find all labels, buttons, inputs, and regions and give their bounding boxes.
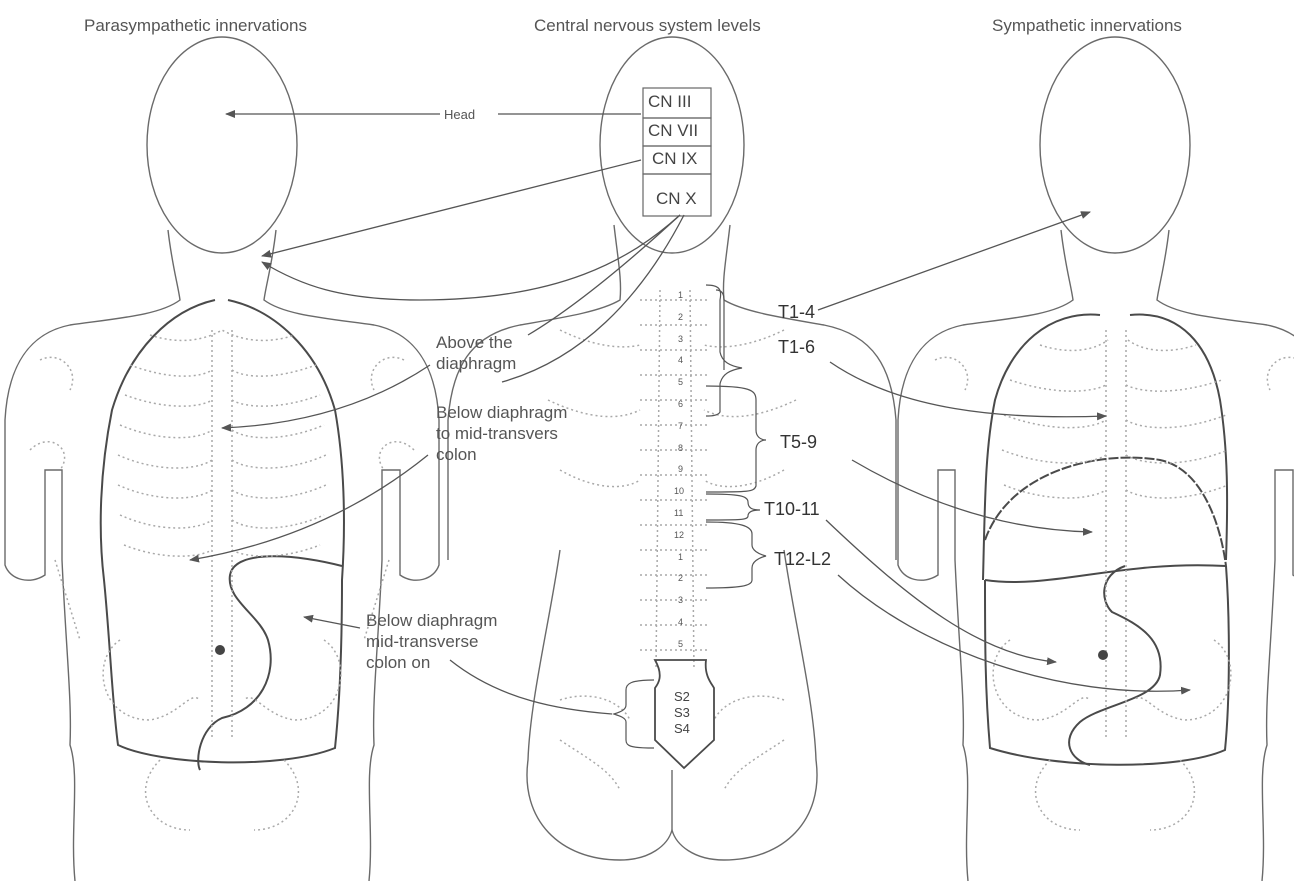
left-torso-left [5,230,180,881]
label-below-diaphragm-mid-on: Below diaphragm mid-transverse colon on [366,610,497,673]
vertebra-number: 6 [678,399,683,409]
label-above-diaphragm: Above the diaphragm [436,332,516,374]
vertebra-number: 3 [678,595,683,605]
bracket-t12-l2 [706,522,766,588]
bracket-sacral [614,680,654,748]
label-below-diaphragm-to-mid: Below diaphragm to mid-transvers colon [436,402,567,465]
left-umbilicus [215,645,225,655]
vertebra-number: 1 [678,290,683,300]
vertebra-number: 3 [678,334,683,344]
center-dotted-spine [548,290,796,790]
label-t1-6: T1-6 [778,337,815,358]
center-head [600,37,744,253]
right-umbilicus [1098,650,1108,660]
vertebra-number: 1 [678,552,683,562]
arrow-cn-ix [262,160,641,256]
right-lung-left [983,315,1100,580]
title-parasympathetic: Parasympathetic innervations [84,16,307,36]
vertebra-number: 4 [678,617,683,627]
vertebra-number: 9 [678,464,683,474]
spine-brackets [614,285,766,748]
left-head [147,37,297,253]
arrow-above-diaphragm [222,365,430,428]
vertebra-number: 2 [678,573,683,583]
cn-label-3: CN IX [652,149,697,169]
vertebra-number: 5 [678,639,683,649]
cn-label-1: CN III [648,92,691,112]
sacral-label-2: S3 [674,705,690,720]
label-t10-11: T10-11 [764,499,820,520]
cn-label-2: CN VII [648,121,698,141]
right-stomach-upper [985,565,1226,582]
sacral-label-3: S4 [674,721,690,736]
bracket-t5-9 [706,386,766,492]
vertebra-number: 2 [678,312,683,322]
vertebra-number: 10 [674,486,684,496]
label-t5-9: T5-9 [780,432,817,453]
arrow-t1-6 [830,362,1106,417]
arrow-t1-4 [818,212,1090,310]
right-colon-path [1069,566,1161,765]
left-colon-path [198,556,342,770]
arrow-cn-x-b [502,215,684,382]
vertebra-number: 5 [678,377,683,387]
arrow-t10-11 [826,520,1056,662]
arrow-t12-l2 [838,575,1190,691]
sacral-label-1: S2 [674,689,690,704]
right-organs [983,315,1229,765]
left-torso-outline [101,300,344,762]
label-t12-l2: T12-L2 [774,549,831,570]
right-head [1040,37,1190,253]
cn-label-4: CN X [656,189,697,209]
vertebra-number: 8 [678,443,683,453]
center-torso-left [448,225,621,560]
title-sympathetic: Sympathetic innervations [992,16,1182,36]
left-organs [101,300,344,770]
bracket-t10-11 [706,494,760,520]
arrow-below-mid-on [304,617,360,628]
vertebra-number: 4 [678,355,683,365]
right-lung-right [1130,315,1227,560]
right-torso-left [898,230,1073,881]
left-dotted-anatomy [30,330,414,830]
arrow-below-to-mid [190,455,428,560]
title-central-nervous-system: Central nervous system levels [534,16,761,36]
label-t1-4: T1-4 [778,302,815,323]
vertebra-number: 11 [674,508,683,518]
vertebra-number: 7 [678,421,683,431]
right-abdomen-outline [985,566,1229,765]
left-body-figure [5,37,439,881]
vertebra-number: 12 [674,530,684,540]
left-torso-right [264,230,439,881]
label-head: Head [444,104,475,125]
